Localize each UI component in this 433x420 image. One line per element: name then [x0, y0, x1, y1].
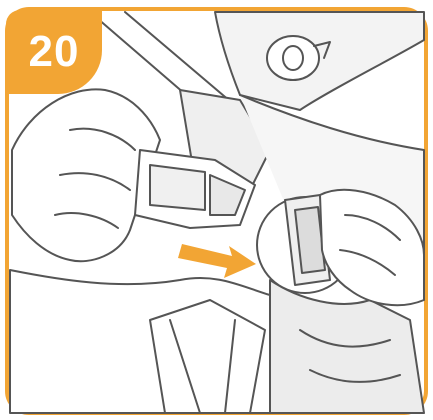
step-badge: 20	[6, 10, 102, 94]
step-number: 20	[29, 27, 80, 77]
